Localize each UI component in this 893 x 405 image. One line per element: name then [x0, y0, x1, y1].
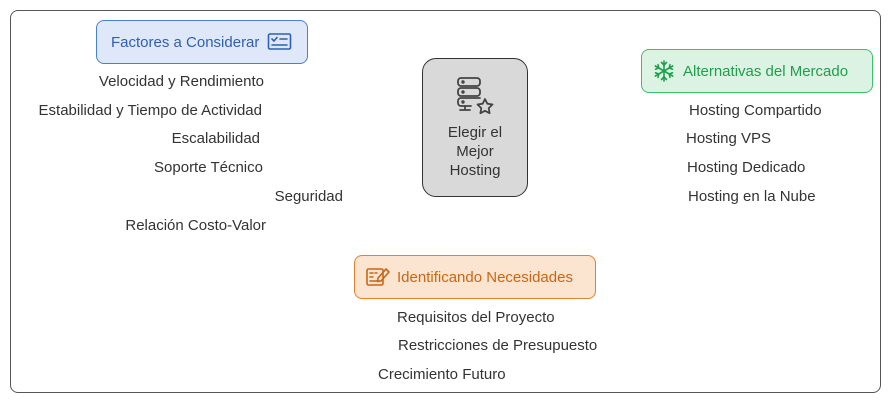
diagram-frame	[10, 10, 881, 393]
factor-item: Seguridad	[274, 188, 343, 205]
needs-header: Identificando Necesidades	[354, 255, 596, 299]
factor-item: Escalabilidad	[171, 130, 260, 147]
factors-header: Factores a Considerar	[96, 20, 308, 64]
central-topic-node: Elegir el Mejor Hosting	[422, 58, 528, 197]
factors-title: Factores a Considerar	[111, 33, 260, 51]
alternatives-title: Alternativas del Mercado	[683, 62, 849, 80]
alternative-item: Hosting Dedicado	[687, 159, 806, 176]
alternatives-header: Alternativas del Mercado	[641, 49, 873, 93]
alternative-item: Hosting Compartido	[689, 102, 822, 119]
center-label-line: Mejor	[456, 143, 494, 160]
checklist-icon	[268, 33, 292, 50]
needs-title: Identificando Necesidades	[397, 268, 573, 286]
factor-item: Relación Costo-Valor	[125, 217, 266, 234]
factor-item: Estabilidad y Tiempo de Actividad	[38, 102, 262, 119]
center-label-line: Hosting	[449, 162, 501, 179]
snowflake-icon	[654, 60, 674, 82]
factor-item: Velocidad y Rendimiento	[98, 73, 264, 90]
need-item: Requisitos del Proyecto	[397, 309, 555, 326]
center-label-line: Elegir el	[447, 124, 503, 141]
factor-item: Soporte Técnico	[154, 159, 263, 176]
need-item: Restricciones de Presupuesto	[398, 337, 598, 354]
form-edit-icon	[366, 268, 390, 286]
alternative-item: Hosting en la Nube	[688, 188, 816, 205]
server-star-icon	[457, 77, 494, 115]
alternative-item: Hosting VPS	[686, 130, 772, 147]
need-item: Crecimiento Futuro	[378, 366, 506, 383]
